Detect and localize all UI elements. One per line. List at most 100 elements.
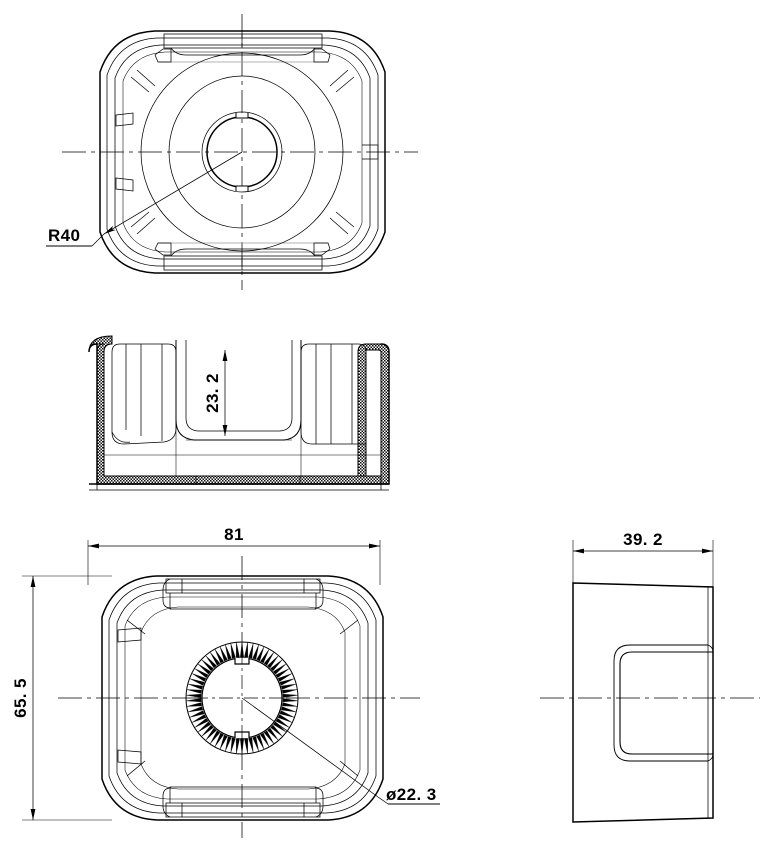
- spline-tooth: [260, 732, 270, 748]
- spline-tooth: [281, 683, 297, 690]
- splined-bore: [186, 641, 298, 755]
- pocket-profile-inner: [613, 644, 708, 762]
- dimension-dia-22-3: ø22. 3: [241, 697, 440, 805]
- spline-tooth: [194, 668, 209, 679]
- land-top-right-corner: [313, 48, 331, 63]
- spline-tooth: [186, 689, 202, 694]
- spline-tooth: [248, 643, 254, 659]
- spline-tooth: [205, 655, 217, 669]
- spline-tooth: [252, 644, 259, 660]
- top-view: R40: [46, 14, 418, 290]
- rib-tl-b: [136, 69, 156, 87]
- spline-tooth: [225, 736, 232, 752]
- spline-tooth: [282, 689, 298, 694]
- land-bottom-inner: [169, 786, 317, 803]
- rib-tr: [339, 619, 359, 635]
- bottom-view-lands: [162, 578, 324, 818]
- spline-tooth: [191, 714, 207, 723]
- wall-line-2: [122, 51, 363, 253]
- spline-tooth: [277, 673, 293, 682]
- spline-tooth: [189, 678, 205, 686]
- dim-39-2-label: 39. 2: [623, 530, 663, 549]
- inner-ring-mid: [168, 75, 316, 229]
- wall-line-1: [114, 44, 371, 260]
- spline-tooth: [214, 648, 224, 664]
- section-pocket: [175, 340, 302, 441]
- rib-tr-b: [329, 69, 349, 87]
- dimension-65-5: 65. 5: [11, 575, 112, 821]
- dimension-39-2: 39. 2: [572, 530, 714, 592]
- dimension-81: 81: [87, 525, 381, 585]
- pocket-profile-inner: [185, 340, 293, 432]
- land-top-left-corner: [154, 48, 172, 63]
- land-top-inner: [169, 593, 317, 610]
- keyway-bottom: [235, 185, 249, 191]
- pocket-profile-outer: [619, 651, 713, 755]
- spline-tooth: [260, 648, 270, 664]
- wall-line-3: [140, 606, 346, 790]
- spline-tooth: [191, 673, 207, 682]
- dia-leader-line: [241, 697, 379, 798]
- side-bottom-edge: [572, 817, 714, 823]
- spline-tooth: [273, 721, 287, 733]
- land-tr-round: [314, 578, 324, 609]
- spline-tooth: [214, 732, 224, 748]
- inner-ring-outer: [140, 52, 344, 252]
- dimension-23-2: 23. 2: [203, 350, 228, 436]
- spline-outer-circle: [185, 641, 299, 755]
- spline-tooth: [279, 710, 295, 718]
- wall-line-2: [124, 596, 361, 800]
- rib-left-upper: [115, 112, 134, 127]
- spline-tooth: [256, 646, 265, 662]
- spline-tooth: [209, 651, 221, 666]
- rib-tl: [126, 619, 146, 635]
- block-right: [300, 343, 367, 445]
- dimension-r40: R40: [46, 151, 243, 247]
- spline-tooth: [205, 727, 217, 741]
- bottom-view-outline: [101, 575, 384, 821]
- side-view: 39. 2: [540, 530, 760, 823]
- land-bottom-fillet: [170, 248, 316, 257]
- keyway-top: [235, 113, 249, 119]
- rib-tl-a: [130, 76, 150, 93]
- spline-tooth: [209, 730, 221, 745]
- spline-tooth: [235, 642, 240, 658]
- r40-leader-elbow: [91, 233, 105, 247]
- rib-left-lower: [115, 177, 134, 192]
- spline-tooth: [230, 737, 236, 753]
- outer-profile-inner-edge: [108, 582, 377, 814]
- top-view-lands: [154, 33, 331, 271]
- outer-profile: [99, 30, 386, 274]
- spline-tooth: [244, 642, 249, 658]
- spline-tooth: [263, 651, 275, 666]
- spline-tooth: [282, 694, 298, 698]
- section-view: 23. 2: [88, 335, 390, 491]
- spline-tooth: [252, 736, 259, 752]
- rib-br-b: [329, 217, 349, 235]
- pocket-corner-br: [707, 753, 714, 762]
- wall-hatch-foot-center: [195, 475, 301, 485]
- rib-bl-b: [136, 217, 156, 235]
- spline-tooth: [270, 659, 283, 672]
- outer-profile: [101, 575, 384, 821]
- spline-tooth: [225, 644, 232, 660]
- land-br-round: [314, 787, 324, 818]
- spline-tooth: [244, 738, 249, 754]
- land-bottom-outer: [165, 802, 321, 818]
- spline-tooth: [267, 655, 279, 669]
- r40-label: R40: [48, 226, 80, 245]
- land-top-fillet: [170, 47, 316, 56]
- top-view-outline: [99, 30, 386, 274]
- land-tl-round: [162, 578, 172, 609]
- spline-tooth: [189, 710, 205, 718]
- r40-leader-line: [103, 151, 243, 235]
- dia-leader-elbow: [377, 796, 389, 805]
- bore-centermark: [194, 650, 290, 746]
- rib-tr-a: [335, 76, 355, 93]
- top-view-ribs: [115, 69, 379, 235]
- land-bottom-outer: [163, 255, 323, 271]
- section-construction: [104, 344, 381, 477]
- spline-tooth: [201, 724, 214, 737]
- spline-tooth: [281, 706, 297, 713]
